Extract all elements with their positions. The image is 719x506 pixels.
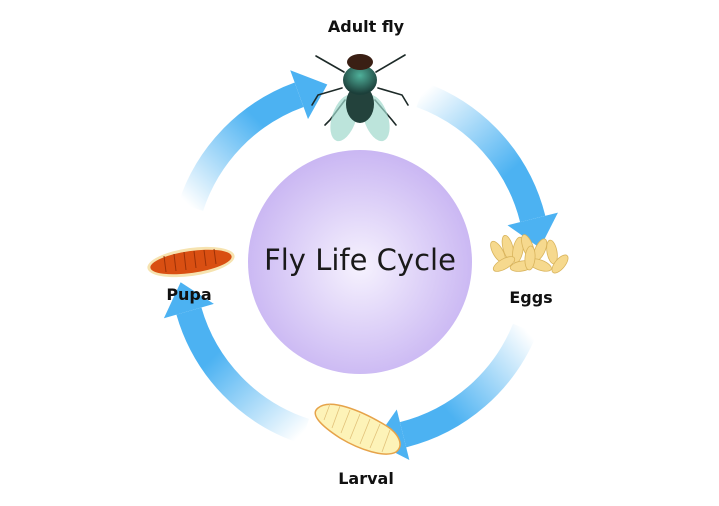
arrow-to-adult — [178, 82, 304, 212]
label-larval: Larval — [338, 469, 394, 488]
label-eggs: Eggs — [509, 288, 553, 307]
arrow-to-pupa — [176, 307, 310, 444]
larva-illustration — [314, 403, 401, 455]
arrowhead-to-adult — [290, 70, 328, 120]
eggs-illustration — [490, 234, 569, 274]
label-pupa: Pupa — [166, 285, 212, 304]
arrow-to-eggs — [416, 82, 546, 223]
arrow-to-larval — [399, 323, 538, 448]
arrowhead-to-eggs — [507, 212, 558, 249]
adult-fly-illustration — [311, 54, 409, 142]
label-adult-fly: Adult fly — [327, 17, 405, 36]
arrowhead-to-pupa — [163, 282, 214, 319]
diagram-title: Fly Life Cycle — [264, 243, 456, 277]
pupa-illustration — [147, 246, 235, 278]
center-circle — [248, 150, 472, 374]
